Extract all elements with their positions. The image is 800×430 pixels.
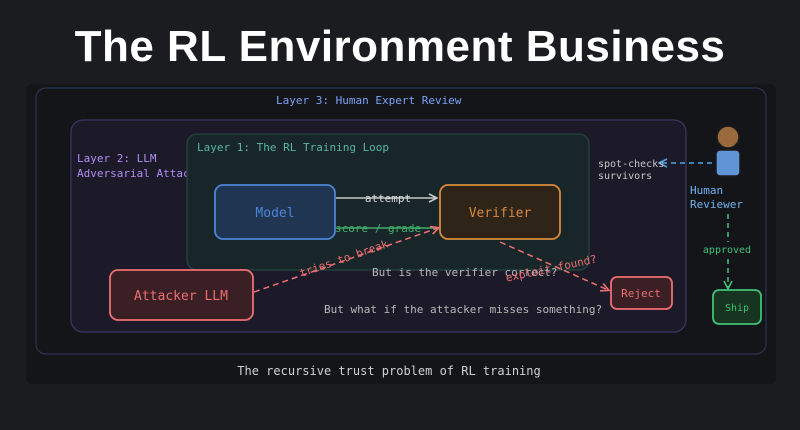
model-node — [214, 184, 336, 240]
ship-label: Ship — [725, 303, 749, 314]
attacker-label: Attacker LLM — [134, 289, 228, 304]
verifier-question: But is the verifier correct? — [372, 266, 557, 279]
spot-checks-line2: survivors — [598, 171, 652, 182]
layer3-label: Layer 3: Human Expert Review — [276, 94, 462, 107]
attacker-node — [109, 269, 254, 321]
model-label: Model — [255, 206, 294, 221]
attacker-question: But what if the attacker misses somethin… — [324, 303, 602, 316]
page-title: The RL Environment Business — [74, 22, 726, 71]
verifier-label: Verifier — [469, 206, 532, 221]
ship-node — [712, 289, 762, 325]
tries-to-break-arrow — [253, 228, 438, 293]
layer2-label-line2: Adversarial Attack — [77, 167, 197, 180]
human-label-line1: Human — [690, 184, 723, 197]
score-label: score / grade — [335, 222, 421, 235]
verifier-node — [439, 184, 561, 240]
reject-label: Reject — [621, 287, 661, 300]
approved-label-bg — [700, 242, 754, 256]
attempt-label: attempt — [365, 192, 411, 205]
layer3-frame — [35, 87, 767, 355]
layer2-label-line1: Layer 2: LLM — [77, 152, 157, 165]
human-label-line2: Reviewer — [690, 198, 743, 211]
layer1-label: Layer 1: The RL Training Loop — [197, 141, 389, 154]
human-reviewer-icon — [715, 125, 741, 177]
caption: The recursive trust problem of RL traini… — [237, 364, 540, 378]
spot-checks-line1: spot-checks — [598, 159, 664, 170]
approved-label: approved — [703, 245, 751, 256]
reject-node — [610, 276, 673, 310]
